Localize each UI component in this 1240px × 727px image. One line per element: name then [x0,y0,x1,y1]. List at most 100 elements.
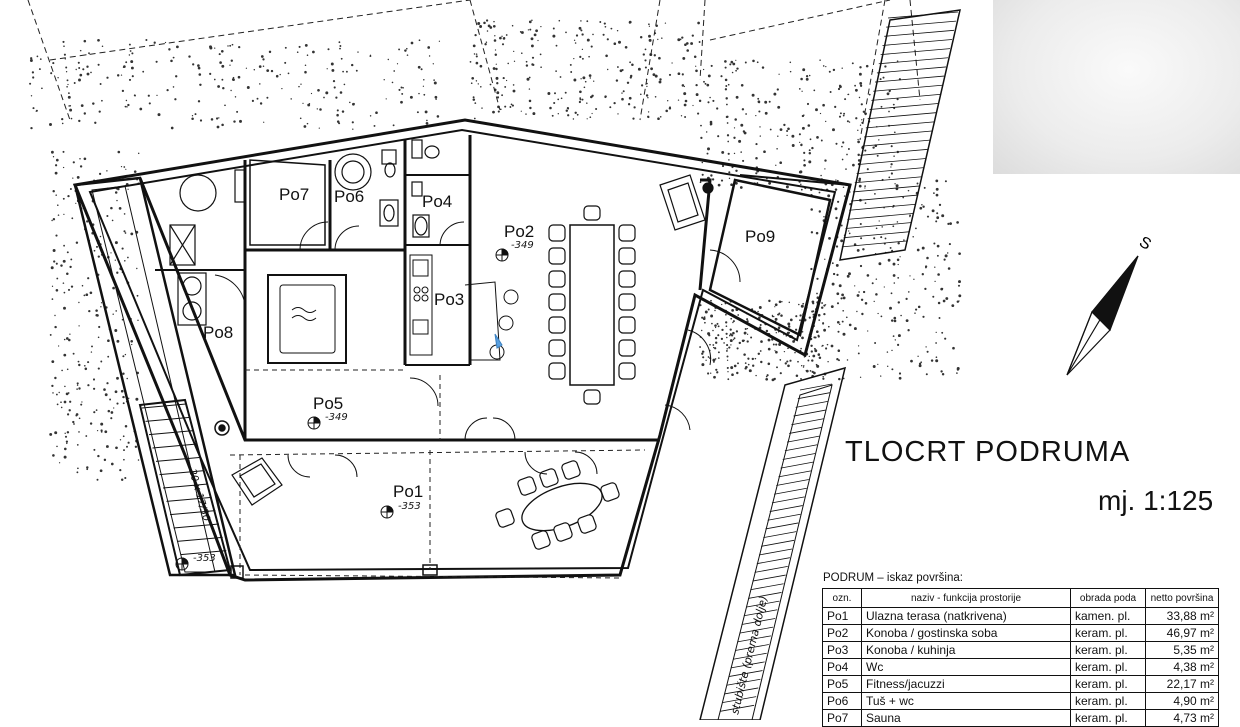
vegetation-dot [49,432,53,436]
vegetation-dot [726,134,730,137]
vegetation-dot [303,125,307,128]
room-label-po1: Po1 [393,482,423,501]
vegetation-dot [60,264,63,267]
header-area: netto površina [1145,588,1219,608]
chair [618,362,636,380]
stair-tread [169,510,216,516]
vegetation-dot [858,184,862,188]
vegetation-dot [897,334,901,338]
vegetation-dot [492,67,496,70]
vegetation-dot [799,319,801,322]
vegetation-dot [537,39,539,42]
vegetation-dot [913,278,915,280]
vegetation-dot [507,62,510,65]
vegetation-dot [693,55,697,58]
vegetation-dot [595,107,598,111]
vegetation-dot [290,98,292,100]
vegetation-dot [210,118,214,121]
vegetation-dot [732,338,735,341]
vegetation-dot [117,150,121,154]
vegetation-dot [98,325,101,329]
vegetation-dot [800,183,802,186]
vegetation-dot [299,117,302,120]
vegetation-dot [155,60,158,63]
vegetation-dot [841,320,844,323]
vegetation-dot [897,241,900,245]
vegetation-dot [64,447,67,451]
vegetation-dot [65,71,68,73]
vegetation-dot [835,263,839,267]
vegetation-dot [349,101,351,104]
vegetation-dot [818,191,821,194]
vegetation-dot [67,194,70,198]
vegetation-dot [724,78,728,82]
vegetation-dot [76,382,79,385]
jacuzzi [267,274,347,364]
vegetation-dot [110,417,113,420]
vegetation-dot [822,377,825,380]
vegetation-texture [29,19,962,482]
vegetation-dot [217,85,221,88]
vegetation-dot [130,60,134,64]
vegetation-dot [221,78,224,81]
vegetation-dot [528,99,532,103]
vegetation-dot [771,315,774,318]
vegetation-dot [644,48,647,51]
vegetation-dot [298,85,300,88]
vegetation-dot [686,49,689,52]
vegetation-dot [63,455,67,459]
vegetation-dot [616,29,619,32]
stair-tread [771,496,805,504]
vegetation-dot [898,376,902,380]
vegetation-dot [743,353,746,356]
vegetation-dot [734,118,737,121]
vegetation-dot [260,55,264,58]
vegetation-dot [726,366,729,369]
stair-tread [761,539,795,547]
vegetation-dot [101,45,104,48]
vegetation-dot [51,384,54,388]
vegetation-dot [807,124,811,127]
vegetation-dot [133,170,137,173]
vegetation-dot [822,375,825,378]
vegetation-dot [52,249,56,252]
vegetation-dot [817,353,821,356]
vegetation-dot [834,188,838,191]
vegetation-dot [404,49,407,52]
vegetation-dot [72,177,74,179]
vegetation-dot [552,27,555,30]
vegetation-dot [803,159,806,162]
vegetation-dot [339,91,343,94]
stair-tread [847,212,915,220]
vegetation-dot [474,102,477,104]
vegetation-dot [67,392,70,394]
dining-chairs-large [548,205,636,405]
stair-tread [745,600,780,608]
vegetation-dot [892,335,895,337]
vegetation-dot [237,75,241,79]
vegetation-dot [838,284,842,288]
vegetation-dot [701,161,704,164]
vegetation-dot [654,95,657,98]
vegetation-dot [862,110,865,113]
vegetation-dot [41,87,43,90]
vegetation-dot [79,49,82,52]
vegetation-dot [580,29,583,32]
vegetation-dot [590,95,593,99]
vegetation-dot [624,45,628,49]
vegetation-dot [54,376,57,380]
vegetation-dot [52,454,55,457]
vegetation-dot [521,52,523,54]
stair-tread [765,522,799,530]
vegetation-dot [805,369,809,373]
vegetation-dot [352,128,354,130]
vegetation-dot [744,327,747,331]
vegetation-dot [599,21,602,23]
vegetation-dot [616,66,619,68]
chair [618,270,636,288]
vegetation-dot [858,291,860,293]
vegetation-dot [434,95,438,99]
vegetation-dot [64,58,67,60]
vegetation-dot [338,41,341,44]
vegetation-dot [49,123,52,126]
